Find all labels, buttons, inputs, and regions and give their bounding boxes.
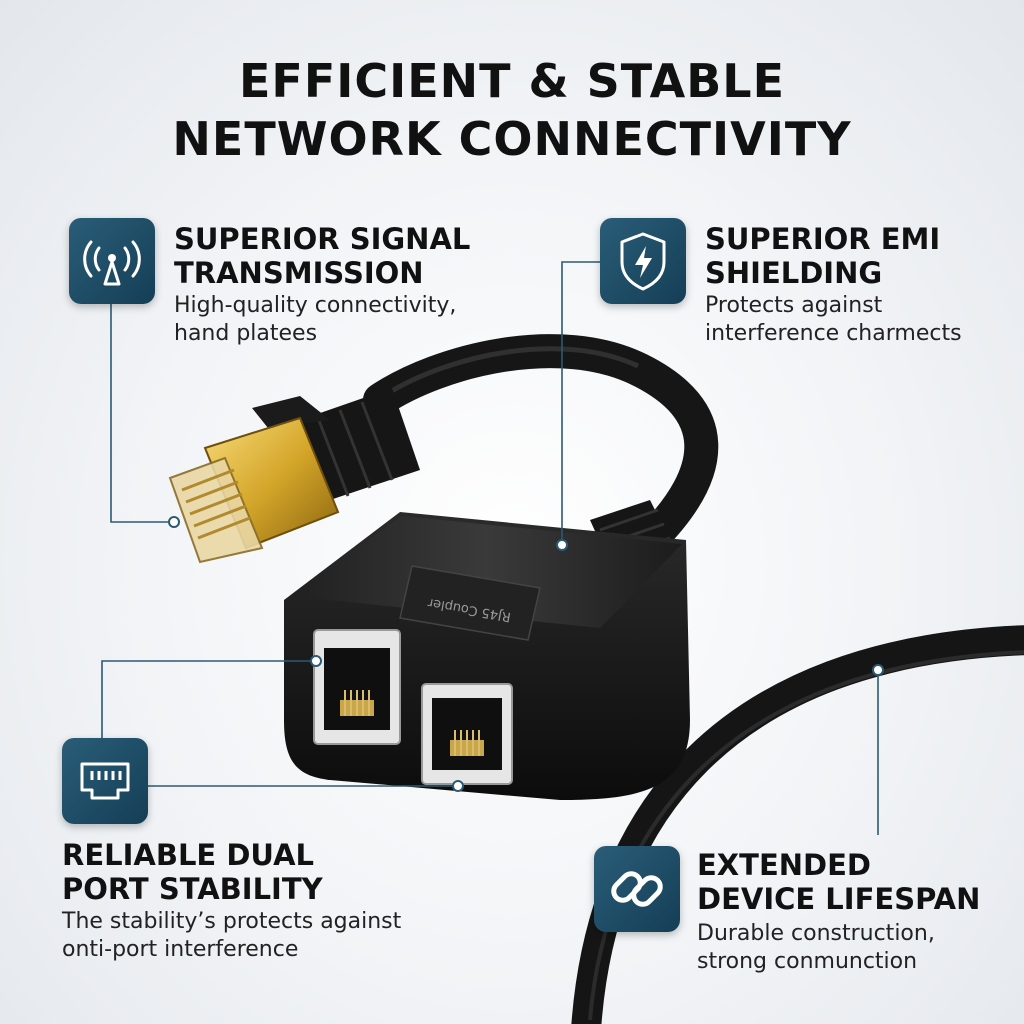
dual-port-desc-line-2: onti-port interference — [62, 937, 299, 962]
rj45-plug — [168, 416, 340, 564]
callout-dot-dual-port-2 — [452, 780, 464, 792]
signal-tower-icon — [83, 240, 141, 286]
dual-port-title-line-1: RELIABLE DUAL — [62, 838, 314, 872]
dual-port-icon-box — [62, 738, 148, 824]
chain-link-icon — [611, 871, 663, 907]
long-cable-highlight — [588, 650, 1024, 1021]
title-line-1: EFFICIENT & STABLE — [238, 54, 786, 108]
callout-dot-lifespan — [872, 664, 884, 676]
emi-icon-box — [600, 218, 686, 304]
dual-port-desc-line-1: The stability’s protects against — [62, 909, 402, 934]
callout-line-dual-port — [101, 660, 316, 738]
signal-desc-line-2: hand platees — [174, 321, 318, 346]
plug-latch — [252, 396, 330, 428]
coupler-body: RJ45 Coupler — [284, 512, 690, 800]
emi-title: SUPERIOR EMI SHIELDING — [705, 222, 940, 290]
page-title: EFFICIENT & STABLE NETWORK CONNECTIVITY — [0, 52, 1024, 168]
emi-title-line-1: SUPERIOR EMI — [705, 222, 941, 256]
emi-description: Protects against interference charmects — [705, 292, 962, 348]
emi-desc-line-2: interference charmects — [705, 321, 962, 346]
shield-lightning-icon — [620, 232, 666, 291]
signal-title-line-2: TRANSMISSION — [174, 256, 424, 290]
signal-title: SUPERIOR SIGNAL TRANSMISSION — [174, 222, 470, 290]
signal-desc-line-1: High-quality connectivity, — [174, 293, 457, 318]
lifespan-title: EXTENDED DEVICE LIFESPAN — [697, 848, 980, 916]
emi-desc-line-1: Protects against — [705, 293, 883, 318]
dual-port-title: RELIABLE DUAL PORT STABILITY — [62, 838, 323, 906]
callout-dot-signal — [168, 516, 180, 528]
emi-title-line-2: SHIELDING — [705, 256, 883, 290]
short-cable-highlight — [388, 346, 640, 395]
port-left — [313, 629, 401, 745]
dual-port-title-line-2: PORT STABILITY — [62, 872, 323, 906]
callout-line-emi — [561, 261, 600, 545]
callout-line-signal — [110, 304, 174, 523]
signal-description: High-quality connectivity, hand platees — [174, 292, 456, 348]
lifespan-icon-box — [594, 846, 680, 932]
callout-dots — [168, 516, 884, 792]
lifespan-desc-line-1: Durable construction, — [697, 921, 935, 946]
ethernet-port-icon — [80, 762, 130, 800]
callout-dot-dual-port — [310, 655, 322, 667]
lifespan-title-line-1: EXTENDED — [697, 848, 871, 882]
signal-title-line-1: SUPERIOR SIGNAL — [174, 222, 471, 256]
lifespan-description: Durable construction, strong conmunction — [697, 920, 935, 976]
dual-port-description: The stability’s protects against onti-po… — [62, 908, 401, 964]
port-right — [421, 683, 513, 785]
lifespan-title-line-2: DEVICE LIFESPAN — [697, 882, 981, 916]
strain-relief-plug — [300, 388, 420, 500]
long-cable — [571, 625, 1024, 1024]
signal-icon-box — [69, 218, 155, 304]
callout-dot-emi — [556, 539, 568, 551]
title-line-2: NETWORK CONNECTIVITY — [172, 112, 852, 166]
callout-lines — [101, 261, 879, 835]
lifespan-desc-line-2: strong conmunction — [697, 949, 918, 974]
